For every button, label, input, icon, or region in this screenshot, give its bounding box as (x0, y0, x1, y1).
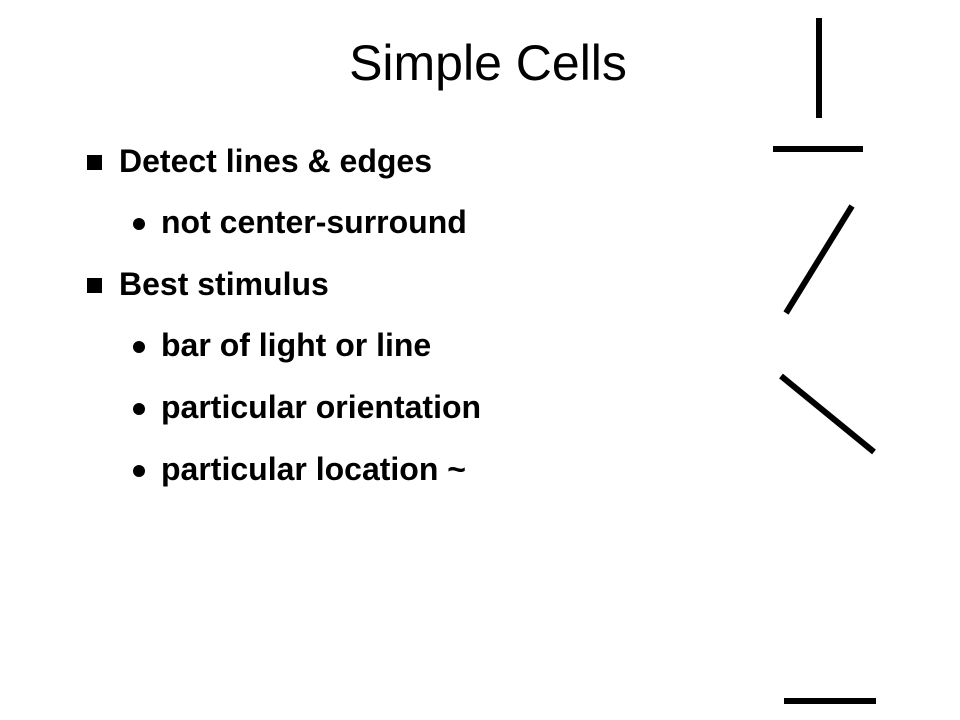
bullet-best-stimulus: Best stimulus (119, 266, 329, 302)
slide-title: Simple Cells (349, 35, 627, 91)
bullet-particular-orientation: particular orientation (161, 389, 482, 425)
diagonal-line-left-icon (779, 373, 876, 455)
dot-bullet-icon (133, 403, 145, 415)
square-bullet-icon (87, 155, 102, 170)
diagonal-line-right-icon (783, 204, 855, 315)
bullet-particular-location: particular location ~ (161, 451, 466, 487)
dot-bullet-icon (133, 218, 145, 230)
bullet-detect-lines: Detect lines & edges (119, 143, 432, 179)
bullet-not-center-surround: not center-surround (161, 204, 467, 240)
bullet-bar-of-light: bar of light or line (161, 327, 432, 363)
square-bullet-icon (87, 278, 102, 293)
dot-bullet-icon (133, 465, 145, 477)
dot-bullet-icon (133, 341, 145, 353)
